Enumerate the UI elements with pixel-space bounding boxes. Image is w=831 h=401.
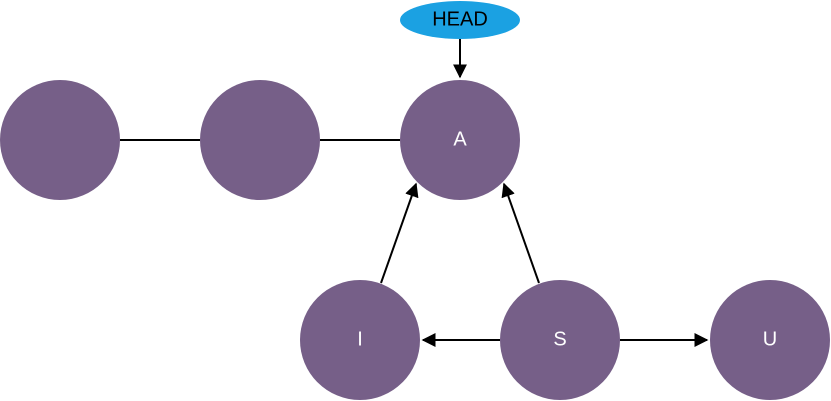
commit-node-a — [400, 80, 520, 200]
edge-i-a — [380, 182, 419, 284]
commit-node-2 — [200, 80, 320, 200]
head-pointer — [400, 1, 520, 39]
edge-s-a — [501, 182, 540, 284]
commit-node-1 — [0, 80, 120, 200]
commit-node-u-label: U — [763, 328, 777, 350]
commit-node-u — [710, 280, 830, 400]
commit-node-a-label: A — [453, 128, 467, 150]
commit-node-i — [300, 280, 420, 400]
commit-node-s-label: S — [553, 328, 566, 350]
commit-node-s — [500, 280, 620, 400]
head-label: HEAD — [432, 8, 488, 30]
commit-node-i-label: I — [357, 328, 363, 350]
